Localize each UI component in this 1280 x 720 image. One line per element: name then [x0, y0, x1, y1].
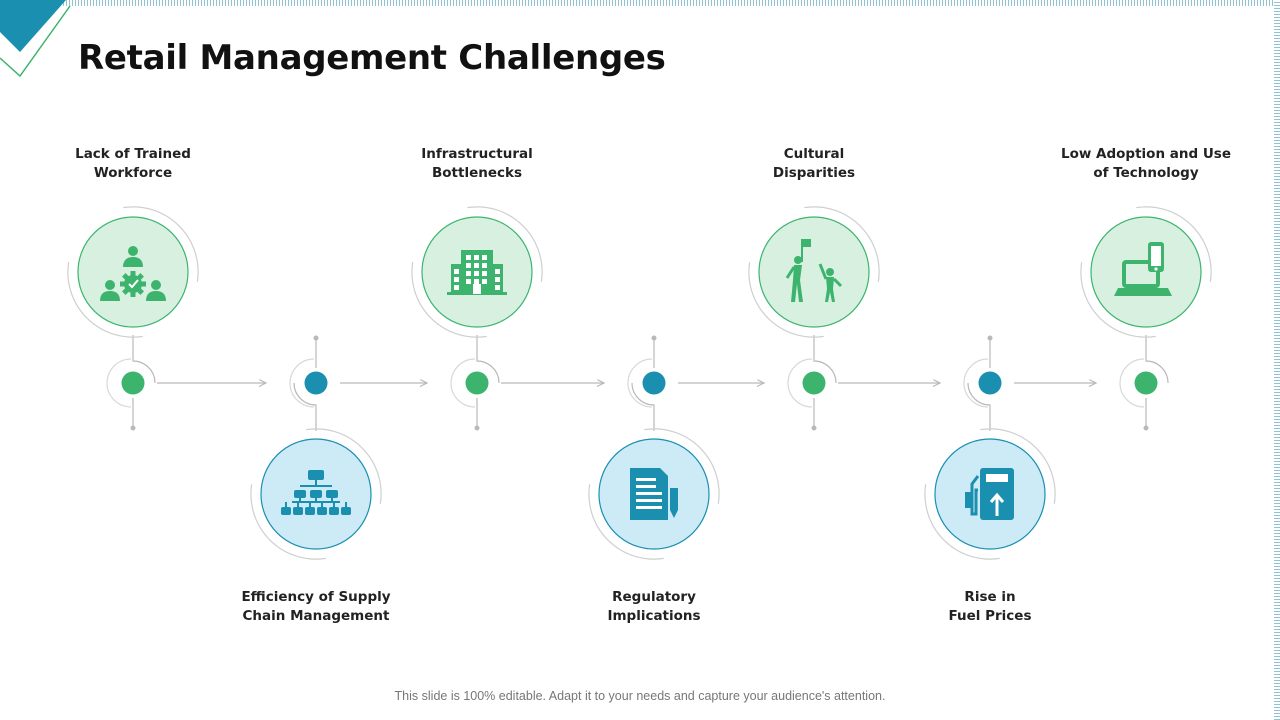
challenge-label-line1: Regulatory: [612, 589, 696, 605]
node-connector: [967, 382, 991, 431]
icon-outer-arc: [411, 262, 487, 338]
icon-outer-arc: [1080, 262, 1156, 338]
challenge-label-line2: Bottlenecks: [431, 165, 523, 181]
timeline-dot: [121, 371, 145, 395]
icon-outer-arc: [924, 484, 1000, 560]
timeline-dot: [978, 371, 1002, 395]
timeline-dot: [465, 371, 489, 395]
icon-circle: [758, 216, 870, 328]
node-stub-end: [811, 425, 817, 431]
dot-ring-arc: [787, 358, 813, 408]
timeline-dot: [304, 371, 328, 395]
icon-outer-arc: [306, 428, 382, 504]
icon-outer-arc: [980, 428, 1056, 504]
node-stub-end: [130, 425, 136, 431]
challenge-label-line2: Fuel Prices: [948, 608, 1032, 624]
challenge-label-line1: Low Adoption and Use: [1060, 146, 1231, 162]
challenge-label-line2: Disparities: [772, 165, 856, 181]
dot-ring-arc: [450, 358, 476, 408]
challenge-label-line1: Rise in: [964, 589, 1016, 605]
team-gear-icon: [100, 246, 166, 301]
challenge-label-line2: Chain Management: [242, 608, 390, 624]
icon-outer-arc: [67, 262, 143, 338]
slide-top-border: [0, 0, 1280, 6]
icon-outer-arc: [1136, 206, 1212, 282]
hierarchy-icon: [281, 470, 351, 515]
dot-ring-arc: [289, 358, 315, 408]
node-stub-end: [1143, 425, 1149, 431]
node-connector: [631, 382, 655, 431]
dot-ring-arc: [106, 358, 132, 408]
icon-outer-arc: [748, 262, 824, 338]
timeline-dot: [642, 371, 666, 395]
icon-outer-arc: [644, 428, 720, 504]
dot-ring-arc: [627, 358, 653, 408]
dot-ring-arc: [963, 358, 989, 408]
icon-outer-arc: [250, 484, 326, 560]
laptop-phone-icon: [1114, 242, 1172, 296]
node-connector: [293, 382, 317, 431]
fuel-pump-icon: [965, 468, 1014, 520]
corner-accent-icon: [0, 0, 71, 78]
people-flag-icon: [785, 239, 843, 302]
challenge-label-line1: Lack of Trained: [75, 146, 191, 162]
timeline-dot: [802, 371, 826, 395]
icon-outer-arc: [588, 484, 664, 560]
icon-circle: [1090, 216, 1202, 328]
building-icon: [447, 250, 507, 295]
icon-outer-arc: [804, 206, 880, 282]
challenge-label-line1: Cultural: [783, 146, 845, 162]
node-stub-end: [651, 335, 657, 341]
page-title: Retail Management Challenges: [78, 38, 666, 78]
footer-note: This slide is 100% editable. Adapt it to…: [394, 689, 886, 703]
slide-right-border: [1274, 0, 1280, 720]
node-connector: [813, 335, 837, 384]
timeline-dot: [1134, 371, 1158, 395]
challenge-label-line1: Efficiency of Supply: [241, 589, 391, 605]
challenge-label: Rise in Fuel Prices: [895, 588, 1085, 626]
icon-outer-arc: [123, 206, 199, 282]
challenge-label-line2: Implications: [607, 608, 701, 624]
document-pen-icon: [630, 468, 678, 520]
dot-ring-arc: [1119, 358, 1145, 408]
node-connector: [132, 335, 156, 384]
node-stub-end: [987, 335, 993, 341]
node-stub-end: [474, 425, 480, 431]
node-connector: [1145, 335, 1169, 384]
node-connector: [476, 335, 500, 384]
node-stub-end: [313, 335, 319, 341]
challenge-label-line2: of Technology: [1093, 165, 1199, 181]
icon-outer-arc: [467, 206, 543, 282]
challenge-label: Low Adoption and Use of Technology: [1051, 145, 1241, 183]
challenge-label-line1: Infrastructural: [421, 146, 533, 162]
challenge-label-line2: Workforce: [93, 165, 173, 181]
